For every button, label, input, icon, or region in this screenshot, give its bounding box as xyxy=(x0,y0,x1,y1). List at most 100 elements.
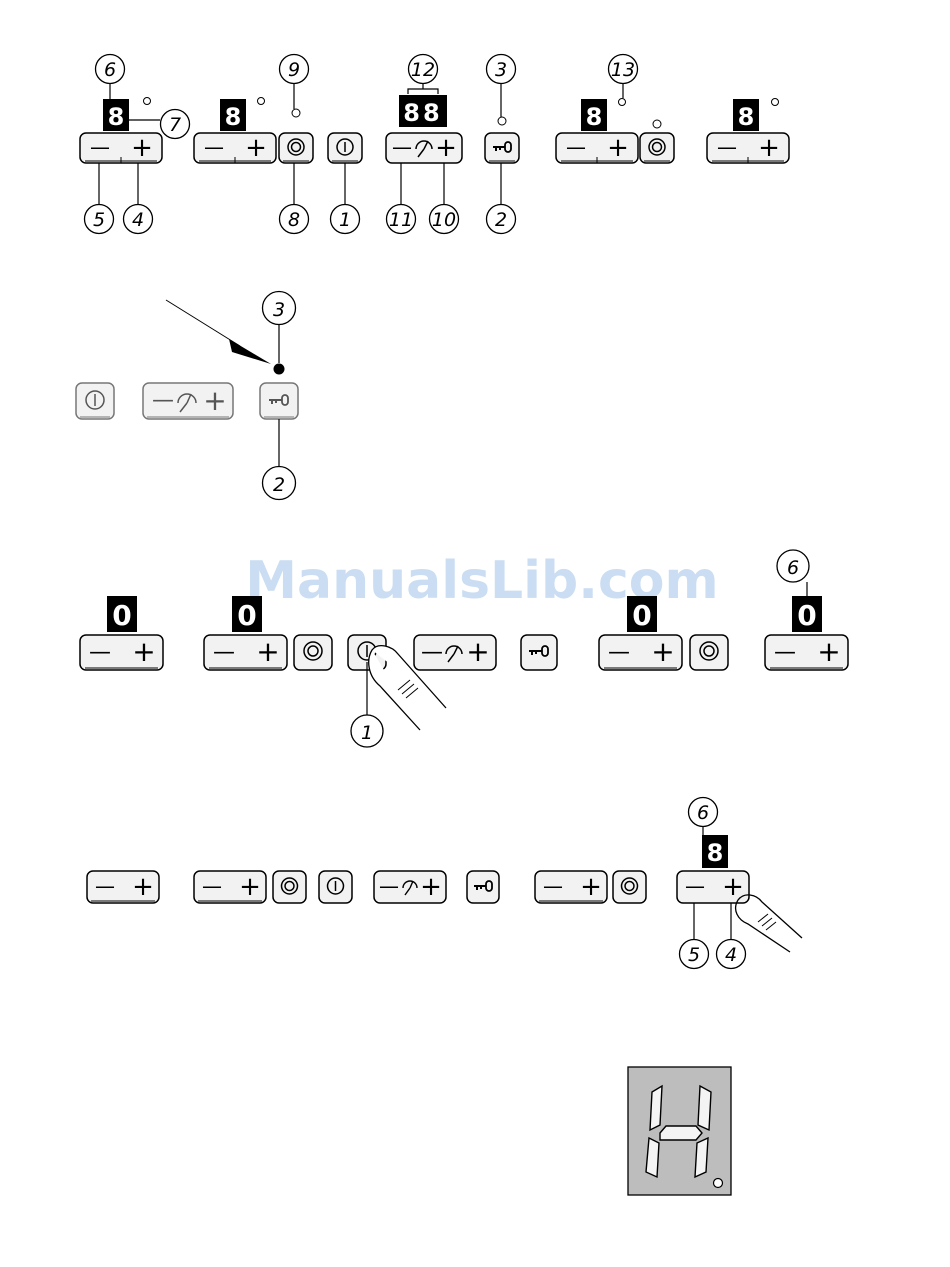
callout-5: 5 xyxy=(680,940,709,969)
svg-text:5: 5 xyxy=(688,944,700,966)
callout-8: 8 xyxy=(280,205,309,234)
svg-text:7: 7 xyxy=(169,114,181,136)
minus-key[interactable]: — xyxy=(717,135,737,159)
zone3-slider-key[interactable]: — + xyxy=(556,133,638,163)
zone4-slider-key[interactable]: — + xyxy=(765,635,848,670)
minus-key[interactable]: — xyxy=(566,135,586,159)
h-indicator-dot xyxy=(714,1179,723,1188)
svg-text:1: 1 xyxy=(361,722,373,744)
zone3-display-digit: 0 xyxy=(632,599,651,632)
callout-3: 3 xyxy=(263,292,296,325)
callout-4: 4 xyxy=(124,205,153,234)
key-lock-key[interactable] xyxy=(260,383,298,419)
plus-key[interactable]: + xyxy=(131,133,153,163)
plus-key[interactable]: + xyxy=(607,133,629,163)
zone3-booster-key[interactable] xyxy=(690,635,728,670)
callout-2: 2 xyxy=(263,467,296,500)
timer-plus-key[interactable]: + xyxy=(420,872,442,902)
plus-key[interactable]: + xyxy=(580,872,602,902)
zone3-slider-key[interactable]: — + xyxy=(599,635,682,670)
svg-text:13: 13 xyxy=(611,59,635,81)
zone2-slider-key[interactable]: — + xyxy=(194,871,266,903)
svg-text:6: 6 xyxy=(697,802,709,824)
pointer-line xyxy=(166,300,240,346)
callout-10: 10 xyxy=(430,205,459,234)
timer-key[interactable]: — + xyxy=(386,133,462,163)
minus-key[interactable]: — xyxy=(685,874,705,898)
key-lock-key[interactable] xyxy=(467,871,499,903)
zone1-slider-key[interactable]: — + xyxy=(87,871,159,903)
timer-minus-key[interactable]: — xyxy=(152,388,174,413)
zone3-booster-key[interactable] xyxy=(613,871,646,903)
booster-key[interactable] xyxy=(279,133,313,163)
plus-key[interactable]: + xyxy=(651,635,674,668)
power-key[interactable] xyxy=(319,871,352,903)
minus-key[interactable]: — xyxy=(543,874,563,898)
minus-key[interactable]: — xyxy=(90,135,110,159)
svg-text:11: 11 xyxy=(389,209,413,231)
zone2-slider-key[interactable]: — + xyxy=(194,133,276,163)
svg-text:10: 10 xyxy=(432,209,456,231)
power-key[interactable] xyxy=(328,133,362,163)
svg-text:2: 2 xyxy=(495,209,507,231)
zone4-slider-key[interactable]: — + xyxy=(677,871,749,903)
minus-key[interactable]: — xyxy=(608,640,630,665)
minus-key[interactable]: — xyxy=(89,640,111,665)
plus-key[interactable]: + xyxy=(132,872,154,902)
callout-2: 2 xyxy=(487,205,516,234)
zone2-indicator-dot xyxy=(258,98,265,105)
timer-minus-key[interactable]: — xyxy=(392,135,412,159)
zone3-indicator-dot xyxy=(619,99,626,106)
zone4-indicator-dot xyxy=(772,99,779,106)
plus-key[interactable]: + xyxy=(132,635,155,668)
zone3-slider-key[interactable]: — + xyxy=(535,871,607,903)
zone1-slider-key[interactable]: — + xyxy=(80,133,162,163)
minus-key[interactable]: — xyxy=(204,135,224,159)
svg-text:5: 5 xyxy=(93,209,105,231)
svg-text:8: 8 xyxy=(288,209,300,231)
key-lock-key[interactable] xyxy=(521,635,557,670)
timer-plus-key[interactable]: + xyxy=(435,133,457,163)
minus-key[interactable]: — xyxy=(95,874,115,898)
callout-6: 6 xyxy=(689,798,718,827)
zone2-display-digit: 8 xyxy=(225,103,242,131)
zone3-booster-key[interactable] xyxy=(640,133,674,163)
power-key[interactable] xyxy=(76,383,114,419)
key-lock-indicator-dot xyxy=(498,117,506,125)
plus-key[interactable]: + xyxy=(245,133,267,163)
timer-plus-key[interactable]: + xyxy=(203,384,226,417)
minus-key[interactable]: — xyxy=(202,874,222,898)
callout-6: 6 xyxy=(777,550,809,582)
plus-key[interactable]: + xyxy=(817,635,840,668)
booster-key[interactable] xyxy=(273,871,306,903)
zone4-slider-key[interactable]: — + xyxy=(707,133,789,163)
svg-text:4: 4 xyxy=(725,944,737,966)
callout-7: 7 xyxy=(161,110,190,139)
zone4-display-digit: 8 xyxy=(707,839,724,867)
timer-key[interactable]: — + xyxy=(414,635,496,670)
timer-plus-key[interactable]: + xyxy=(466,635,489,668)
row1-panel: 8 — + 8 — + 88 — + xyxy=(80,55,789,234)
timer-key[interactable]: — + xyxy=(374,871,446,903)
zone2-display-digit: 0 xyxy=(237,599,256,632)
zone3-booster-indicator-dot xyxy=(653,120,661,128)
plus-key[interactable]: + xyxy=(239,872,261,902)
svg-text:12: 12 xyxy=(411,59,435,81)
svg-text:2: 2 xyxy=(273,474,285,496)
zone1-slider-key[interactable]: — + xyxy=(80,635,163,670)
callout-9: 9 xyxy=(280,55,309,84)
timer-key[interactable]: — + xyxy=(143,383,233,419)
svg-text:1: 1 xyxy=(339,209,351,231)
minus-key[interactable]: — xyxy=(774,640,796,665)
timer-minus-key[interactable]: — xyxy=(421,640,443,665)
booster-indicator-dot xyxy=(292,109,300,117)
timer-minus-key[interactable]: — xyxy=(379,874,399,898)
zone2-slider-key[interactable]: — + xyxy=(204,635,287,670)
minus-key[interactable]: — xyxy=(213,640,235,665)
plus-key[interactable]: + xyxy=(256,635,279,668)
booster-key[interactable] xyxy=(294,635,332,670)
key-lock-key[interactable] xyxy=(485,133,519,163)
plus-key[interactable]: + xyxy=(758,133,780,163)
callout-5: 5 xyxy=(85,205,114,234)
